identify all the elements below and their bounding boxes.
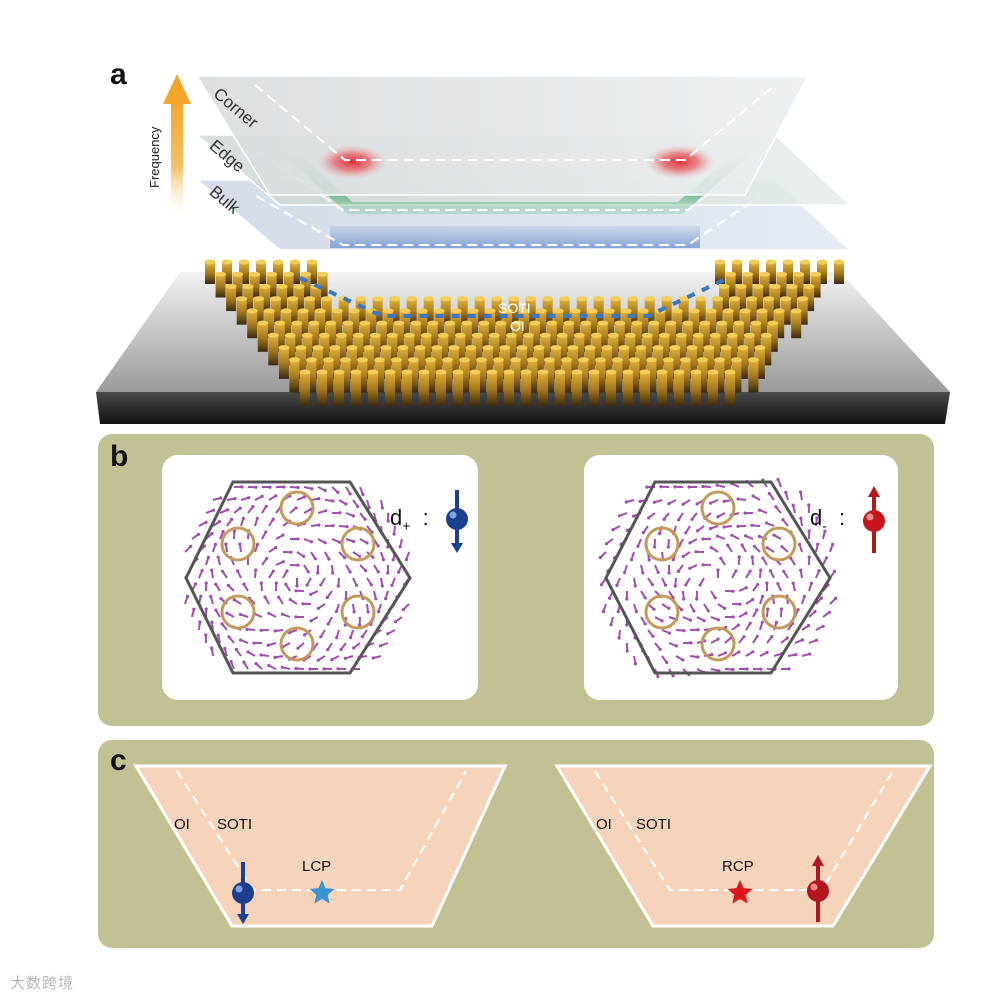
source-label-rcp: RCP xyxy=(722,858,754,875)
trapezoid-left xyxy=(136,766,505,926)
region-label-soti-left: SOTI xyxy=(217,816,252,833)
source-label-lcp: LCP xyxy=(302,858,331,875)
trapezoid-right xyxy=(557,766,930,926)
region-label-oi-right: OI xyxy=(596,816,612,833)
region-label-oi-left: OI xyxy=(174,816,190,833)
region-label-soti-right: SOTI xyxy=(636,816,671,833)
watermark: 大数跨境 xyxy=(10,972,74,993)
